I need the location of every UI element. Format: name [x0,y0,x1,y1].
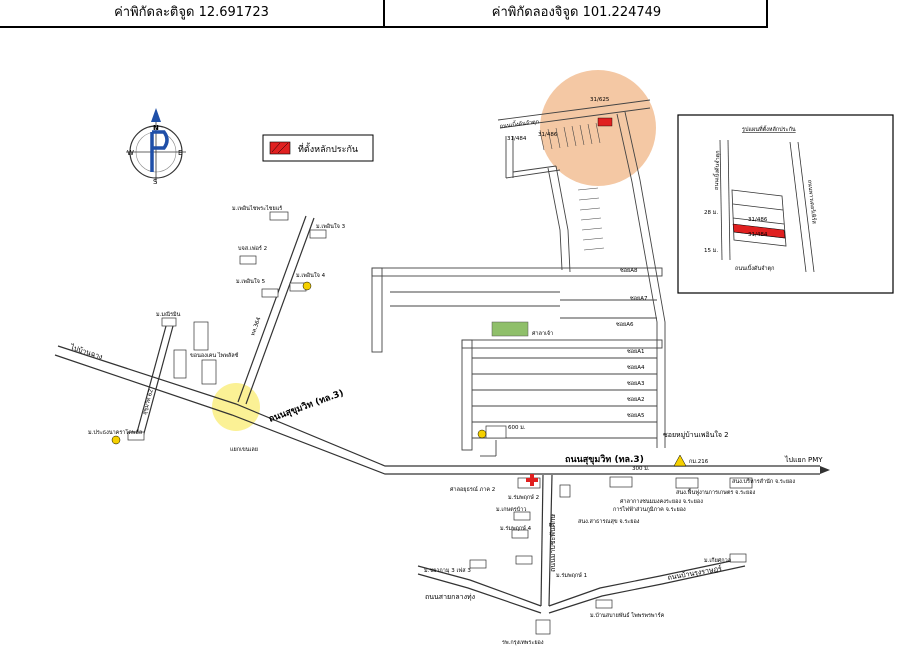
arrow-east-icon [820,466,830,474]
inset-title: รูปแผนที่ตั้งหลักประกัน [742,125,796,133]
hospital-cross-icon [526,474,538,486]
poi-kodchaka: ม.เกษตรบ้าว [496,506,526,513]
road-label-bankhai: ถนนมาบชะพันศึกษ [548,514,557,572]
collateral-swatch-icon [269,141,291,155]
distance-300: 300 ม. [632,466,650,472]
inset-dim-a: 28 ม. [704,210,718,216]
road-label-to-rayong: ไปบ้านฉาง [68,342,103,361]
poi-buildings [127,211,753,635]
poi-phoemphon4: ม.เพอินใจ 4 [296,272,326,279]
inset-lot-a: 31/486 [748,217,768,223]
poi-labels: ม.เพอินไชพระไชยแร้ ม.เพอินใจ 3 บจส.เฟอร์… [88,205,795,646]
inset-road-top: ถนนเบิ้งดันจำตุก [712,150,721,190]
inset-dim-b: 15 ม. [704,248,718,254]
compass-rose: N S E W [126,108,186,186]
poi-murin: ม.มณีรมิน [156,311,181,318]
lot-label-a: 31/484 [507,136,527,142]
road-label-kanthalay: แยกเขนเลย [230,447,258,453]
compass-s: S [153,178,158,186]
distance-600: 600 ม. [508,425,526,431]
poi-soi-a8: ซอยA8 [620,267,638,274]
poi-rommaroon1: ม.ร่มพฤกษ์ 1 [556,572,587,579]
poi-soi-a4: ซอยA4 [627,364,645,371]
intersection-highlight [212,383,260,431]
poi-prathan: ม.เกียศกวล [704,557,731,564]
poi-phoemphon-chaiya: ม.เพอินไชพระไชยแร้ [232,205,282,212]
km-marker-icon [673,454,687,467]
road-label-to-pmy: ไปแยก PMY [784,455,823,464]
poi-phoemphon5: ม.เพอินใจ 5 [236,278,266,285]
compass-w: W [127,149,134,157]
poi-prachanyaya: ม.ประธงนาคราโดพอัล [88,428,142,436]
poi-sala-roong: ศาลอยุธรณ์ ภาค 2 [450,486,495,493]
poi-soi-a2: ซอยA2 [627,396,645,403]
collateral-marker [597,117,613,127]
poi-rommaroon4: ม.ร่มพฤกษ์ 4 [500,525,532,532]
poi-sanpa: ม.บ้านสบายพันธ์ ไพพรพรพาร์ค [590,612,665,619]
poi-nongsak2: บจส.เฟอร์ 2 [238,245,267,252]
road-label-sukhumvit-east: ถนนสุขุมวิท (ทล.3) [565,454,644,465]
longitude-label: ค่าพิกัดลองจิจูด 101.224749 [491,5,662,20]
poi-thanapol: ขอนองเคน ไพพลัลซ์ [190,352,239,359]
subdivision-roads [371,99,666,457]
compass-n: N [153,124,159,132]
marker-1-icon [302,281,312,291]
poi-ampawa: การไฟฟ้าส่วนภูมิภาค จ.ระยอง [613,506,686,513]
coordinate-bar: ค่าพิกัดละติจูด 12.691723 ค่าพิกัดลองจิจ… [0,0,900,28]
poi-soi-a1: ซอยA1 [627,348,645,355]
latitude-label: ค่าพิกัดละติจูด 12.691723 [114,5,269,20]
poi-hospital: รพ.กรุงเทพระยอง [502,640,544,646]
legend-label: ที่ตั้งหลักประกัน [298,142,358,155]
inset-lot-b: 31/484 [748,232,768,238]
poi-soi-a3: ซอยA3 [627,380,645,387]
poi-soi-a6: ซอยA6 [616,321,634,328]
poi-sammana: สนง.บริหารสำนัก จ.ระยอง [732,478,795,485]
north-arrow-icon [151,108,161,122]
road-label-soi-muban: ซอยหมู่บ้านเพอินใจ 2 [663,430,729,439]
lot-label-c: 31/625 [590,97,610,103]
road-label-ban-rung: ถนนบ้านรุงราษฎร์ [667,565,723,582]
marker-2-icon [111,435,121,445]
poi-soi-a5: ซอยA5 [627,412,645,419]
km-marker-label: กม.216 [689,459,709,465]
inset-road-bottom: ถนนเบิ้งดันจำตุก [735,264,774,272]
collateral-area-highlight [540,70,656,186]
poi-soi-a7: ซอยA7 [630,295,648,302]
legend: ที่ตั้งหลักประกัน [262,134,374,162]
poi-kasikorn: สนง.ฟื้นฟูงานการเกษตร จ.ระยอง [676,488,756,496]
marker-3-icon [477,429,487,439]
coordinate-bar-borders [0,0,768,28]
inset-map: รูปแผนที่ตั้งหลักประกัน 31/486 31/484 28… [677,114,894,294]
numbered-markers [111,281,487,445]
park-icon [491,321,529,337]
inset-road-right: ถนนพาวเดอร์เพิร์ส [806,179,818,224]
poi-nonsak: ศาลากางชนมมงคงระยอง จ.ระยอง [620,498,703,505]
poi-phoemphon3: ม.เพอินใจ 3 [316,223,346,230]
poi-samakya: ม.ชยากามุ 3 เฟส 3 [424,567,471,574]
inset-collateral-lot [732,223,786,239]
lot-hatching [539,122,605,251]
road-label-sukhumvit: ถนนสุขุมวิท (ทล.3) [267,388,345,425]
road-label-sarn-klang: ถนนสายกลางทุ่ง [425,593,475,601]
poi-sala: ศาลาเจ้า [532,330,553,337]
compass-e: E [178,149,182,157]
poi-rommaroon2: ม.ร่มพฤกษ์ 2 [508,494,539,501]
lot-label-b: 31/486 [538,132,558,138]
road-label-th364: ทล.364 [250,316,262,337]
main-roads [54,215,820,614]
poi-saraburi: สนง.สาธารณสุข จ.ระยอง [578,518,640,525]
